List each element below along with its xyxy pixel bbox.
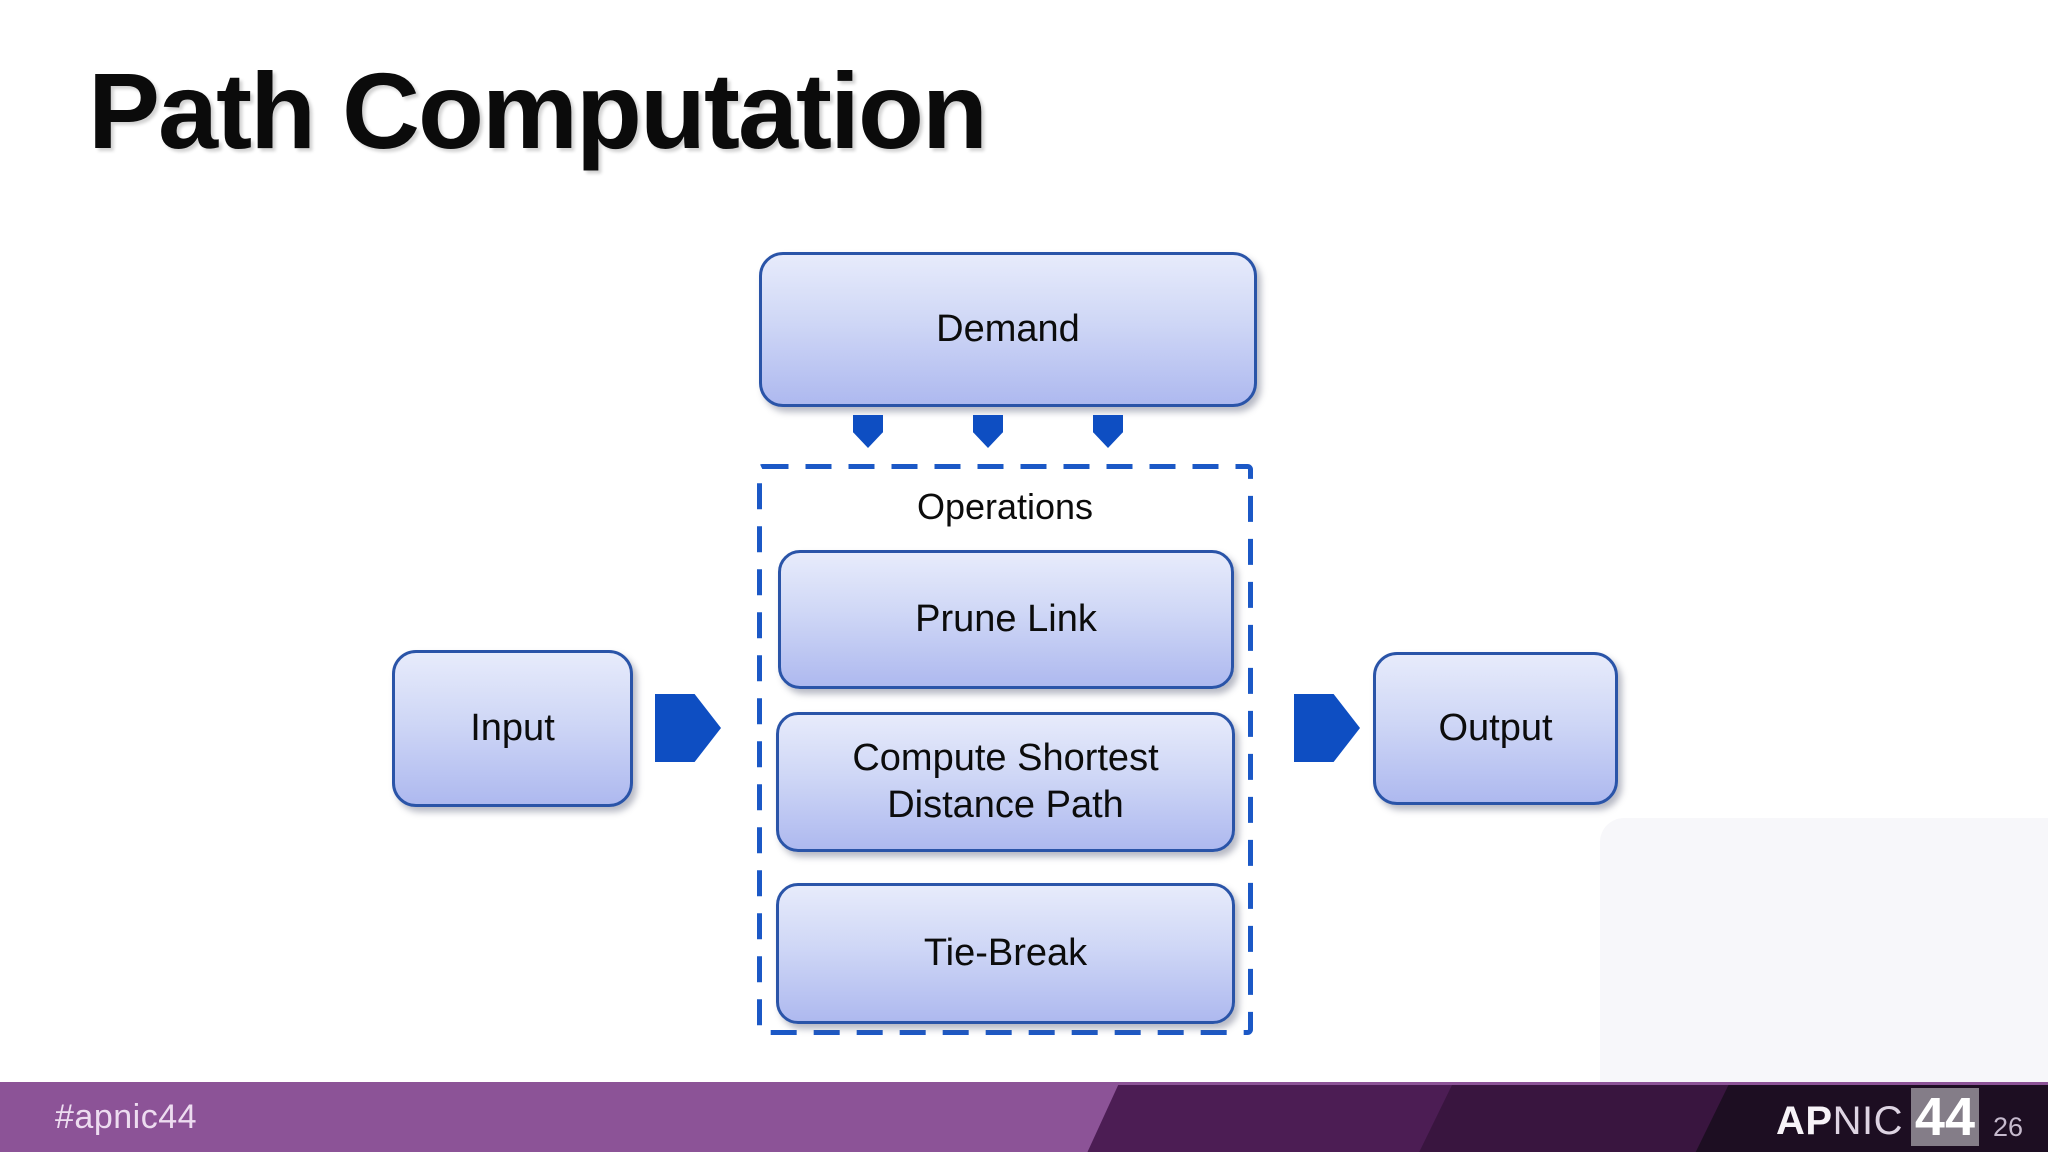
down-arrow-icon (973, 415, 1003, 448)
apnic-logo-text: APNIC (1776, 1099, 1903, 1144)
page-number: 26 (1992, 1111, 2023, 1142)
right-arrow-icon (1294, 694, 1360, 762)
input-label: Input (470, 706, 555, 749)
operation-label: Prune Link (915, 597, 1097, 640)
apnic-logo-nic: NIC (1832, 1098, 1903, 1143)
event-hashtag: #apnic44 (55, 1097, 198, 1136)
apnic-logo-ap: AP (1775, 1098, 1833, 1143)
footer-band-dark-3 (1695, 1085, 2048, 1152)
footer-bar: #apnic44 APNIC 44 26 (0, 1082, 2048, 1152)
apnic-logo: APNIC 44 26 (1776, 1082, 2023, 1152)
operation-label: Tie-Break (923, 931, 1088, 974)
output-box: Output (1373, 652, 1618, 805)
operation-box-compute-shortest-distance-path: Compute Shortest Distance Path (776, 712, 1235, 852)
down-arrow-icon (853, 415, 883, 448)
right-arrow-icon (655, 694, 721, 762)
operation-label: Compute Shortest Distance Path (852, 736, 1159, 826)
operation-box-prune-link: Prune Link (778, 550, 1234, 689)
output-label: Output (1438, 706, 1553, 749)
operations-group: Operations Prune Link Compute Shortest D… (757, 464, 1253, 1035)
demand-label: Demand (936, 307, 1080, 350)
operations-label: Operations (916, 486, 1094, 527)
apnic-44-badge: 44 (1910, 1087, 1979, 1147)
operation-box-tie-break: Tie-Break (776, 883, 1235, 1024)
dashed-border (757, 464, 1253, 1035)
demand-box: Demand (759, 252, 1257, 407)
down-arrow-icon (1093, 415, 1123, 448)
faint-overlay-panel (1600, 818, 2048, 1082)
slide-title: Path Computation (88, 50, 988, 171)
input-box: Input (392, 650, 633, 807)
